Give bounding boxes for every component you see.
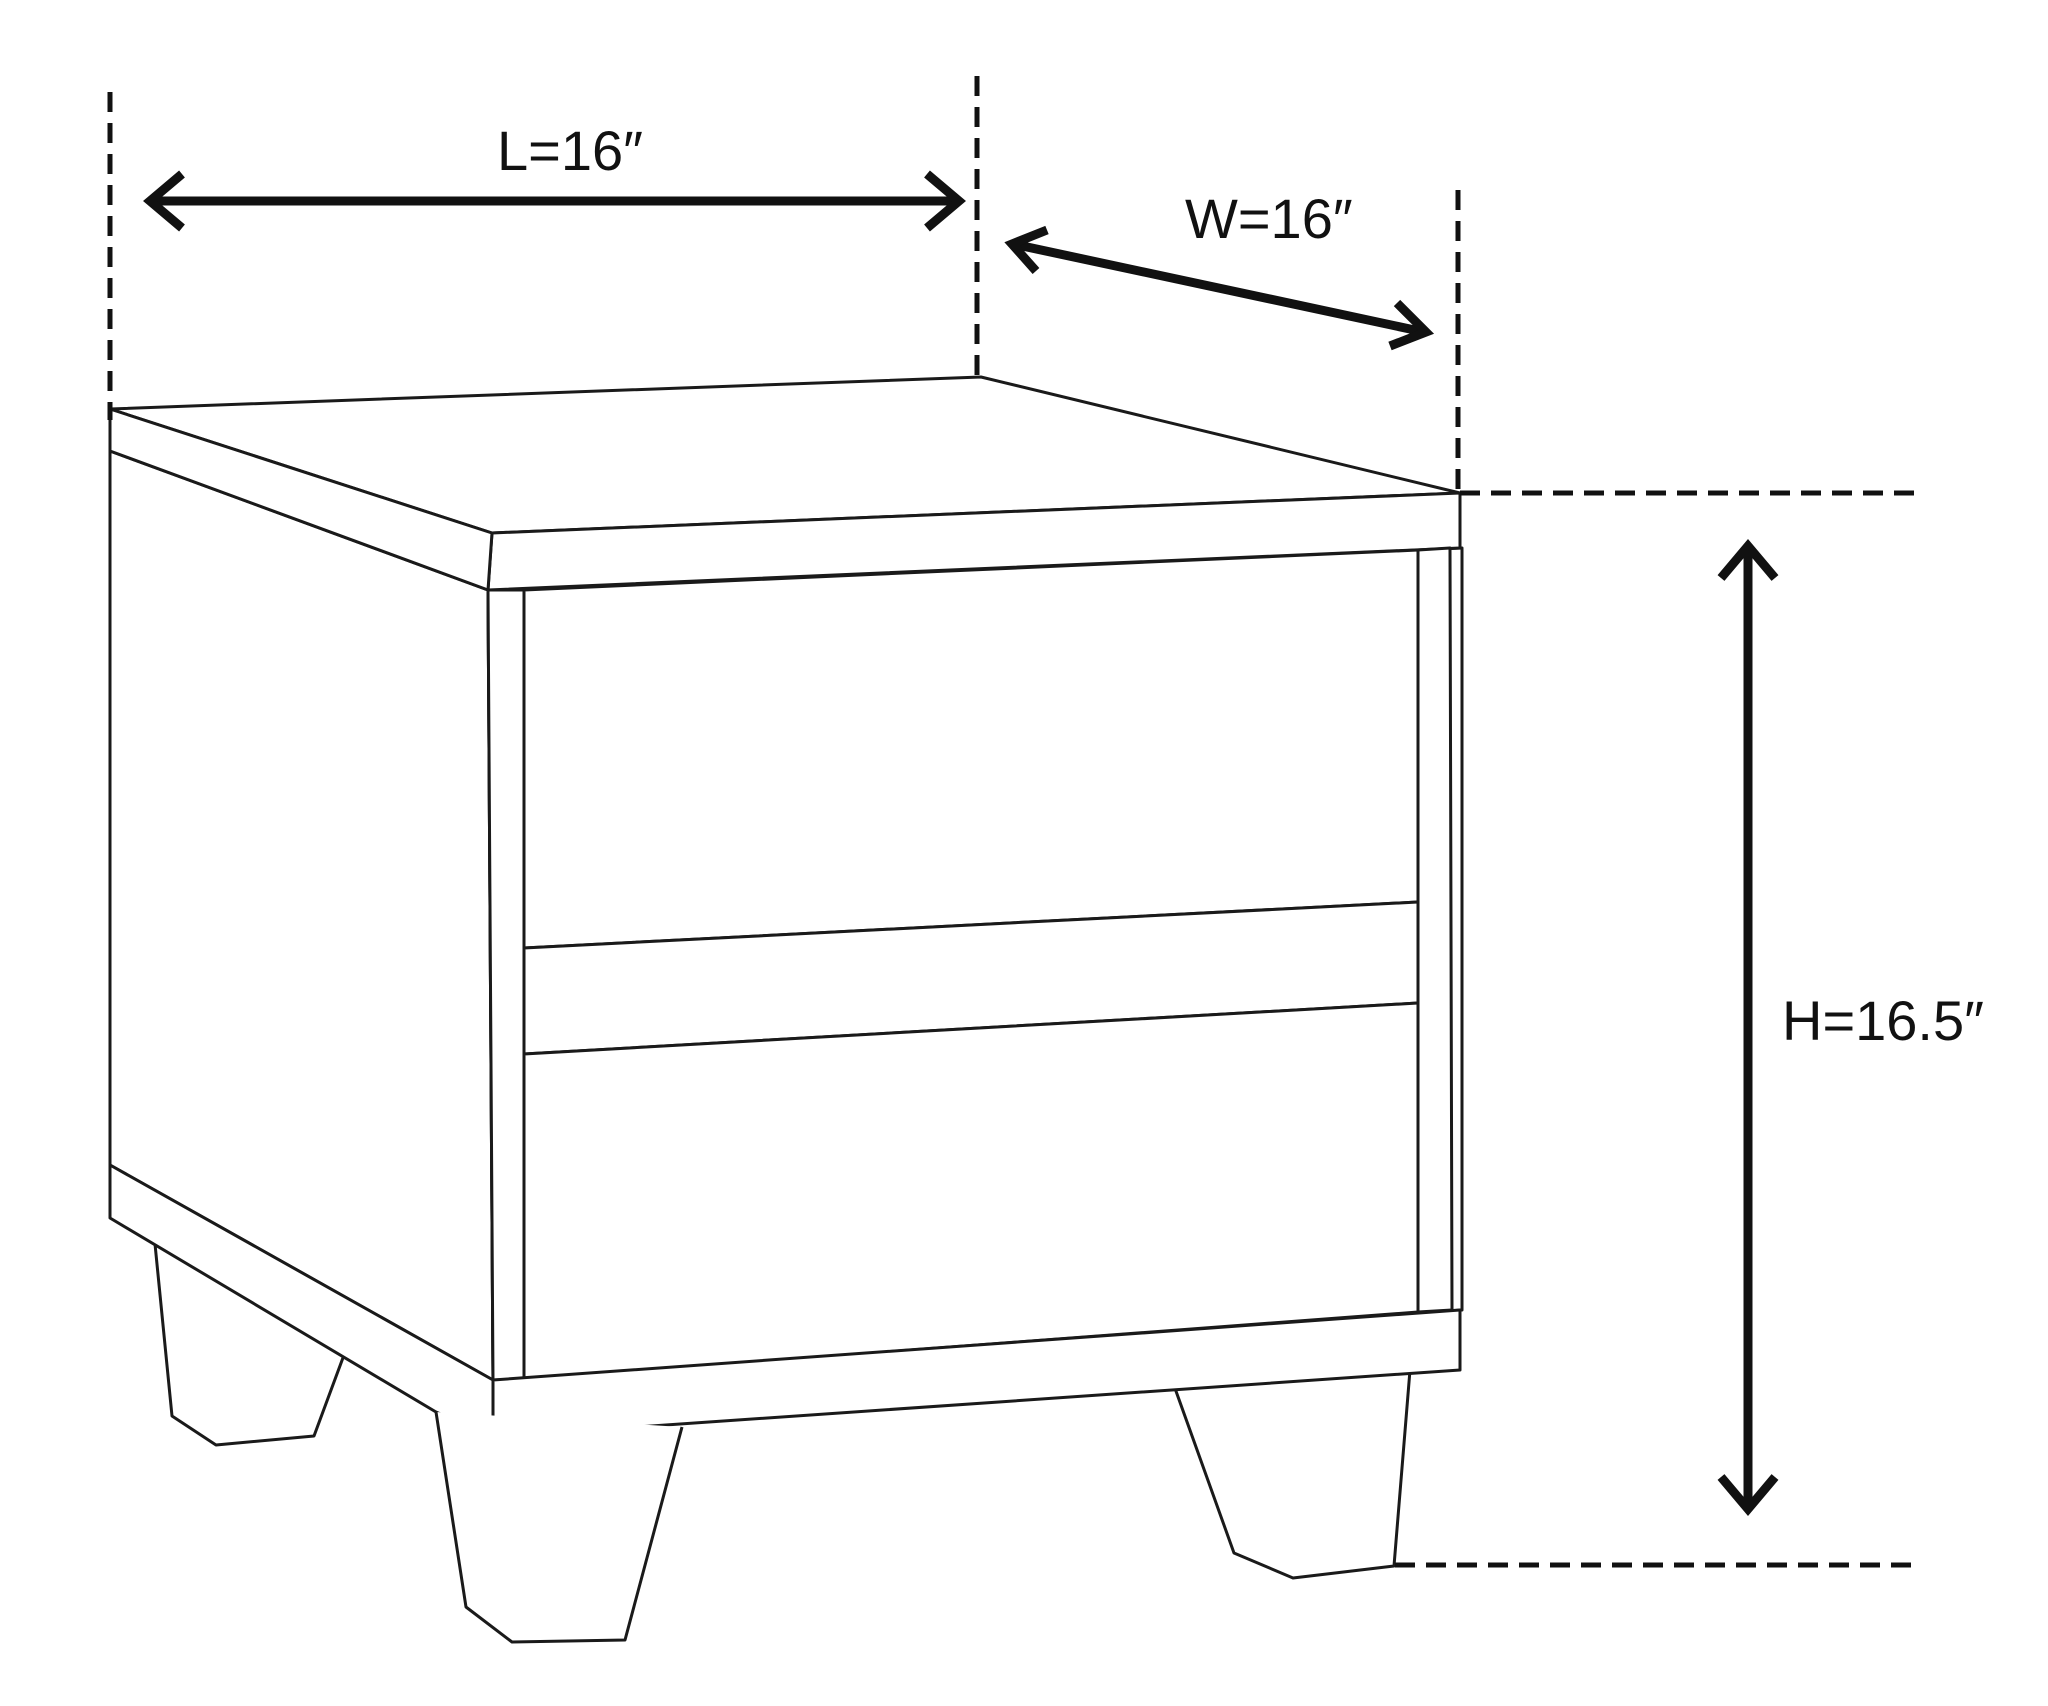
height-label: H=16.5″ (1782, 989, 1984, 1052)
height-arrow (1717, 539, 1779, 1516)
drawer-top (522, 548, 1420, 950)
width-arrow (1004, 225, 1435, 351)
width-arrowhead-right (1388, 299, 1435, 351)
length-arrowhead-right (924, 170, 966, 232)
length-label: L=16″ (497, 119, 643, 182)
height-arrowhead-bottom (1717, 1474, 1779, 1516)
height-arrowhead-top (1717, 539, 1779, 581)
length-arrow (143, 170, 966, 232)
width-label: W=16″ (1185, 187, 1353, 250)
length-arrowhead-left (143, 170, 185, 232)
leg-front-left (434, 1411, 684, 1644)
extension-lines (107, 76, 1920, 1568)
leg-back-right (1170, 1368, 1412, 1580)
width-arrowhead-left (1004, 225, 1049, 274)
front-stile-left (486, 588, 526, 1382)
front-stile-right (1416, 546, 1454, 1314)
